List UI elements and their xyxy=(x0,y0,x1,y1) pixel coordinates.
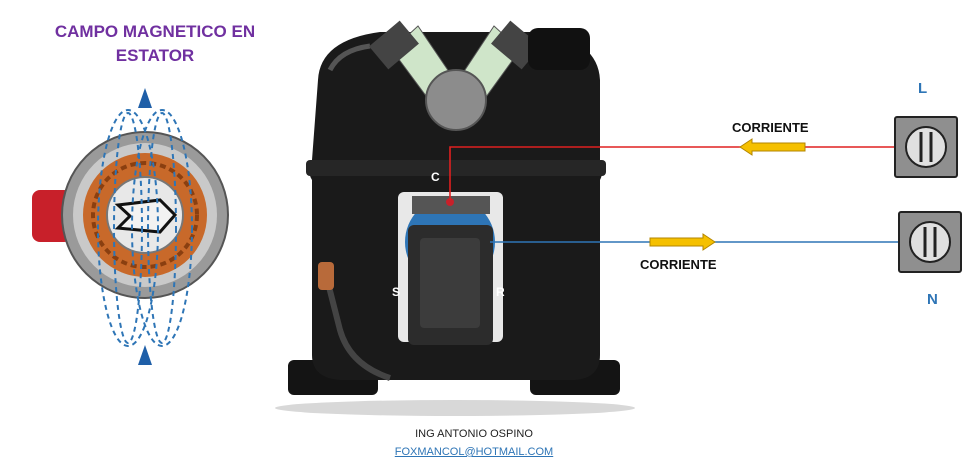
stator-illustration xyxy=(32,131,229,299)
pin-label-common: C xyxy=(431,170,440,184)
process-tube-copper xyxy=(318,262,334,290)
compressor-shadow xyxy=(275,400,635,416)
suction-port xyxy=(528,28,590,70)
neutral-label: N xyxy=(927,291,938,308)
pin-label-run: R xyxy=(496,285,505,299)
process-tube xyxy=(323,274,391,381)
current-label-top: CORRIENTE xyxy=(732,120,809,135)
stator-coil-pattern xyxy=(91,161,199,269)
line-label: L xyxy=(918,80,928,97)
shell-seam xyxy=(306,160,606,176)
pin-label-start: S xyxy=(392,285,401,299)
relay-cover xyxy=(420,238,480,328)
field-arrow-bottom xyxy=(138,345,152,365)
crankshaft-housing xyxy=(425,69,487,131)
terminal-pin-common xyxy=(446,198,454,206)
diagram-title: CAMPO MAGNETICO EN ESTATOR xyxy=(54,22,256,65)
current-arrow-bottom xyxy=(649,233,716,251)
field-arrow-top xyxy=(138,88,152,108)
shell-highlight xyxy=(327,43,371,72)
current-label-bottom: CORRIENTE xyxy=(640,257,717,272)
author-email[interactable]: FOXMANCOL@HOTMAIL.COM xyxy=(394,446,554,458)
terminal-block-neutral xyxy=(898,211,962,273)
magnetic-field-lines xyxy=(97,109,193,347)
terminal-block-line xyxy=(894,116,958,178)
author-name: ING ANTONIO OSPINO xyxy=(415,428,533,440)
current-arrow-top xyxy=(739,138,806,156)
cylinder-head-left xyxy=(369,20,419,70)
compressor-illustration xyxy=(275,20,635,416)
